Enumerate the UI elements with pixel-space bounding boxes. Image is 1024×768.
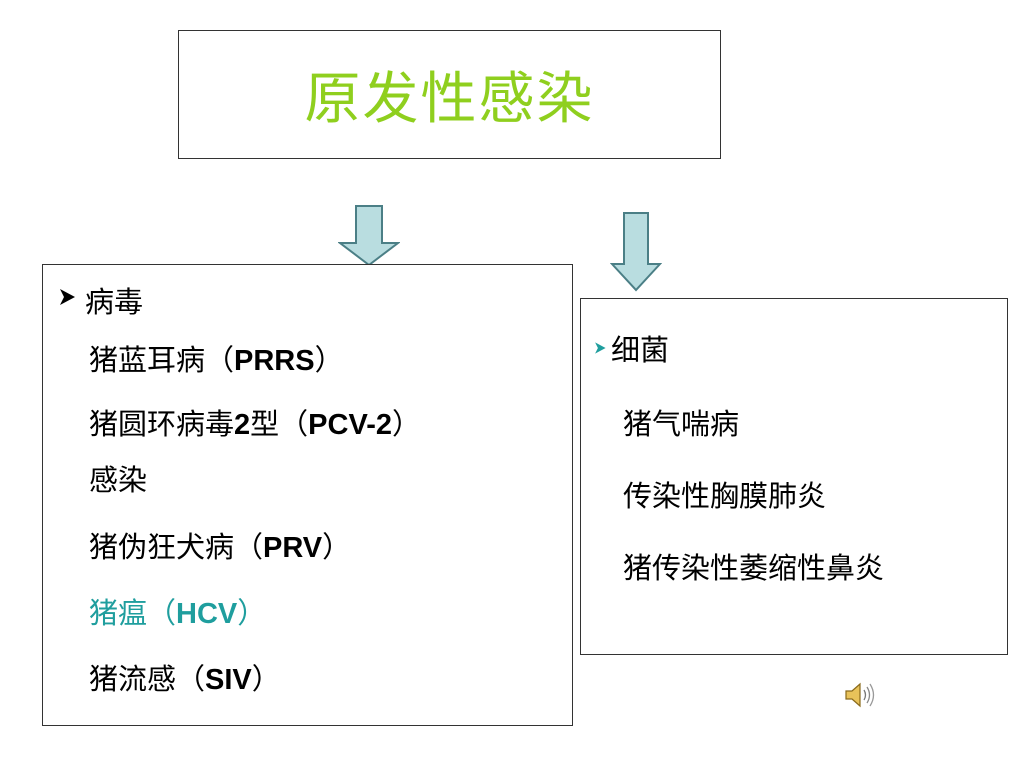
item-cn: 感染 <box>89 463 148 497</box>
list-item: 猪圆环病毒2型（PCV-2） <box>89 401 421 443</box>
list-item: 猪蓝耳病（PRRS） <box>89 337 344 379</box>
list-item: 猪气喘病 <box>623 407 740 441</box>
virus-heading-text: 病毒 <box>85 285 144 319</box>
arrow-bullet-icon <box>57 287 79 313</box>
list-item: 猪伪狂犬病（PRV） <box>89 524 351 566</box>
title-box: 原发性感染 <box>178 30 721 159</box>
item-abbr: SIV <box>205 664 252 696</box>
list-item: 猪传染性萎缩性鼻炎 <box>623 551 885 585</box>
item-abbr: HCV <box>176 598 238 630</box>
bacteria-box: 细菌 猪气喘病 传染性胸膜肺炎 猪传染性萎缩性鼻炎 <box>580 298 1008 655</box>
down-arrow-icon <box>610 212 662 292</box>
list-item: 猪流感（SIV） <box>89 656 281 698</box>
slide-title: 原发性感染 <box>304 67 595 132</box>
item-cn: 猪流感（ <box>89 662 206 696</box>
item-end: ） <box>322 530 352 564</box>
virus-heading: 病毒 <box>57 279 143 321</box>
arrow-bullet-icon <box>593 336 607 361</box>
item-abbr: PCV-2 <box>308 409 392 441</box>
list-item-highlight: 猪瘟（HCV） <box>89 590 266 632</box>
item-end: ） <box>314 343 344 377</box>
bacteria-heading: 细菌 <box>593 327 669 369</box>
speaker-icon[interactable] <box>842 680 878 710</box>
item-cn: 猪瘟（ <box>89 596 177 630</box>
down-arrow-icon <box>338 205 400 267</box>
item-cn: 猪蓝耳病（ <box>89 343 235 377</box>
item-cn: 猪圆环病毒 <box>89 407 235 441</box>
item-end: ） <box>392 407 422 441</box>
list-item-wrap: 感染 <box>89 457 147 499</box>
item-abbr: PRRS <box>234 345 315 377</box>
bacteria-heading-text: 细菌 <box>611 333 670 367</box>
item-mid: 型（ <box>250 407 309 441</box>
virus-box: 病毒 猪蓝耳病（PRRS） 猪圆环病毒2型（PCV-2） 感染 猪伪狂犬病（PR… <box>42 264 573 726</box>
item-cn: 猪伪狂犬病（ <box>89 530 264 564</box>
list-item: 传染性胸膜肺炎 <box>623 479 827 513</box>
item-end: ） <box>237 596 267 630</box>
item-number: 2 <box>234 409 251 441</box>
item-end: ） <box>251 662 281 696</box>
item-abbr: PRV <box>263 532 323 564</box>
